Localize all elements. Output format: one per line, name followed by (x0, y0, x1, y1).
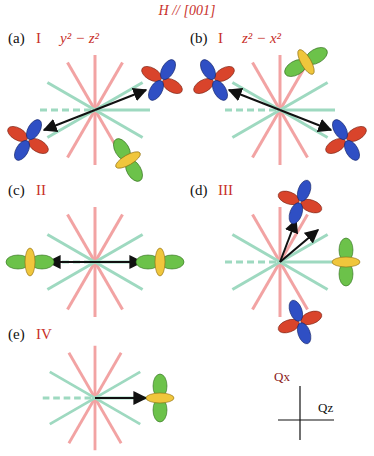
orbital-label: z² − x² (242, 30, 281, 47)
axes (278, 386, 334, 440)
panel-letter: (d) (190, 182, 208, 199)
panel-d (225, 173, 360, 352)
panel-b (183, 38, 374, 172)
axis-label: Qz (318, 401, 333, 415)
field-title: H // [001] (159, 3, 216, 18)
phase-numeral: I (36, 30, 41, 47)
panel-c (6, 207, 184, 317)
panel-letter: (a) (8, 30, 25, 47)
panel-e (43, 346, 174, 451)
phase-numeral: II (36, 182, 46, 199)
panel-a (0, 49, 193, 188)
panel-letter: (e) (8, 326, 25, 343)
axis-label: Qx (274, 370, 290, 384)
phase-numeral: III (218, 182, 233, 199)
panel-letter: (b) (190, 30, 208, 47)
phase-numeral: IV (36, 326, 52, 343)
panel-letter: (c) (8, 182, 25, 199)
phase-numeral: I (218, 30, 223, 47)
orbital-label: y² − z² (60, 30, 99, 47)
